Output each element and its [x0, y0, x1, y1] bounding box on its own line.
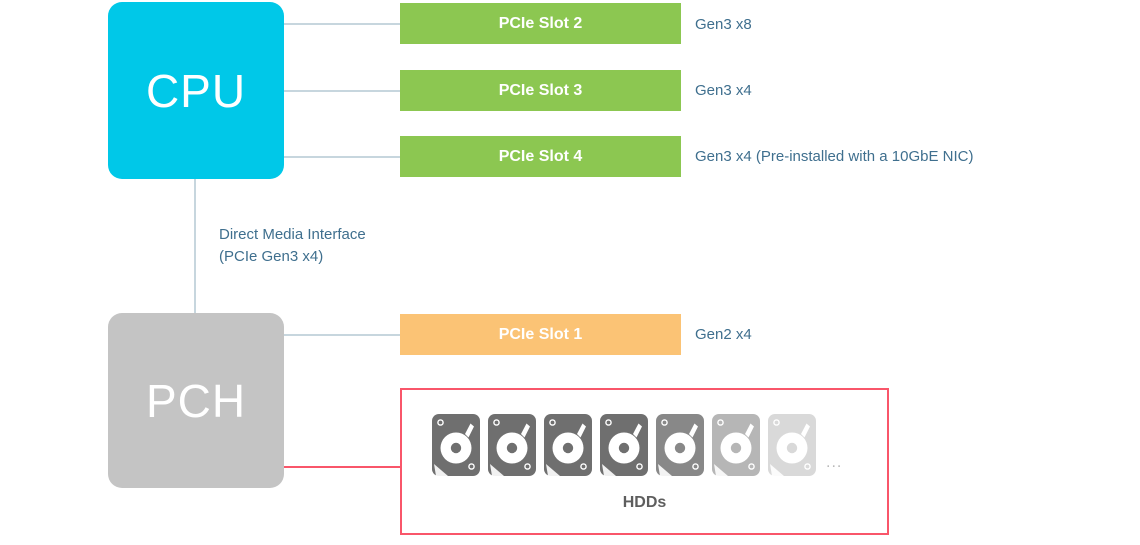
- hdd-group-label: HDDs: [622, 494, 667, 511]
- hdd-icon: [712, 414, 760, 476]
- pch-block-label: PCH: [145, 374, 247, 427]
- pcie-slot-1-label: PCIe Slot 1: [498, 325, 583, 343]
- connector-cpu-slot4: [283, 156, 401, 158]
- cpu-block-label: CPU: [145, 64, 247, 117]
- hdd-icon: [768, 414, 816, 476]
- hdd-icon: [600, 414, 648, 476]
- hdd-icon-row: ...: [432, 414, 842, 476]
- hdd-ellipsis: ...: [826, 454, 843, 471]
- pcie-slot-4-note: Gen3 x4 (Pre-installed with a 10GbE NIC): [695, 148, 974, 165]
- direct-media-interface-label: Direct Media Interface (PCIe Gen3 x4): [219, 226, 366, 265]
- connector-cpu-slot3: [283, 90, 401, 92]
- pcie-slot-1-note: Gen2 x4: [695, 326, 752, 343]
- pcie-slot-1-bar: PCIe Slot 1: [400, 314, 681, 355]
- connector-dmi-vertical: [194, 178, 196, 314]
- pcie-slot-2-label: PCIe Slot 2: [498, 14, 583, 32]
- pcie-slot-4-label: PCIe Slot 4: [498, 147, 583, 165]
- cpu-block: CPU: [108, 2, 284, 179]
- hdd-icon: [656, 414, 704, 476]
- pcie-slot-2-note: Gen3 x8: [695, 16, 752, 33]
- pcie-slot-4-bar: PCIe Slot 4: [400, 136, 681, 177]
- pcie-slot-3-note: Gen3 x4: [695, 82, 752, 99]
- hdd-icon: [432, 414, 480, 476]
- hdd-icon: [544, 414, 592, 476]
- connector-pch-slot1: [283, 334, 401, 336]
- hdd-group-highlight-box: [400, 388, 889, 535]
- connector-cpu-slot2: [283, 23, 401, 25]
- pcie-slot-2-bar: PCIe Slot 2: [400, 3, 681, 44]
- pcie-slot-3-label: PCIe Slot 3: [498, 81, 583, 99]
- pcie-slot-3-bar: PCIe Slot 3: [400, 70, 681, 111]
- connector-pch-hdds: [283, 466, 401, 468]
- pch-block: PCH: [108, 313, 284, 488]
- hdd-icon: [488, 414, 536, 476]
